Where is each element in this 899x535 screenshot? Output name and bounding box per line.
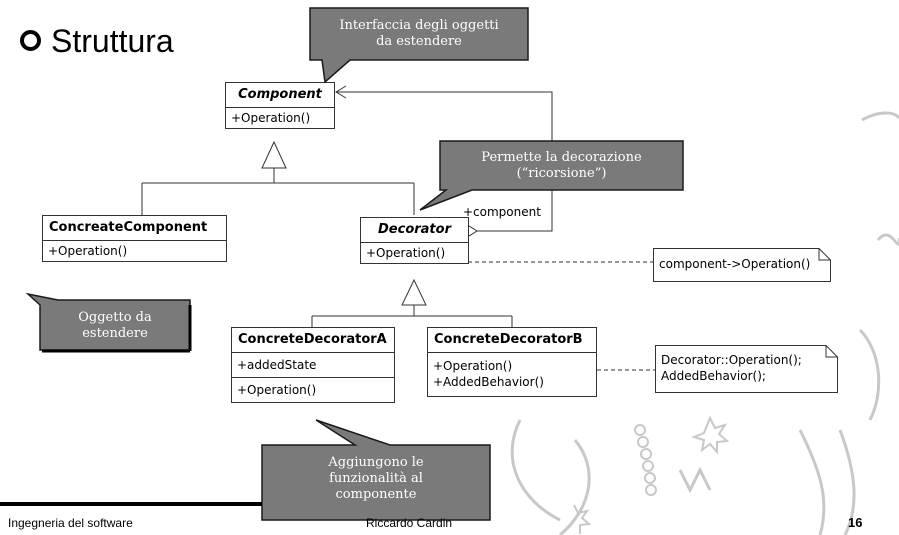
class-decorator-operations: +Operation() <box>366 246 446 260</box>
callout-recursion-line-1: Permette la decorazione <box>481 150 642 165</box>
callout-object-text: Oggetto da estendere <box>40 310 190 342</box>
callout-added-text: Aggiungono le funzionalità al componente <box>262 455 490 503</box>
class-concrete-decorator-b-added-behavior: +AddedBehavior() <box>433 375 544 389</box>
note-decorator-b-text: Decorator::Operation(); AddedBehavior(); <box>661 352 802 384</box>
class-concrete-decorator-a-attributes: +addedState <box>237 358 317 372</box>
footer-rule <box>0 502 262 506</box>
callout-object-line-1: Oggetto da <box>78 310 152 325</box>
class-concrete-decorator-b: ConcreteDecoratorB +Operation() +AddedBe… <box>427 327 597 397</box>
class-concrete-decorator-a-operations: +Operation() <box>232 377 394 402</box>
gen-triangle-decorator <box>401 278 427 306</box>
page-number: 16 <box>848 515 863 530</box>
gen-triangle-component <box>261 140 287 169</box>
callout-added-shape <box>261 419 491 521</box>
class-concrete-decorator-b-operation: +Operation() <box>433 359 513 373</box>
footer-author: Riccardo Cardin <box>366 516 453 530</box>
class-concrete-component-operations: +Operation() <box>48 244 128 258</box>
callout-recursion-text: Permette la decorazione (“ricorsione”) <box>440 150 683 182</box>
note-decorator-b-line-1: Decorator::Operation(); <box>661 353 802 367</box>
class-component: Component +Operation() <box>225 82 335 129</box>
bullet-icon <box>20 30 41 52</box>
class-concrete-decorator-b-name: ConcreteDecoratorB <box>428 328 596 353</box>
class-component-operations: +Operation() <box>231 111 311 125</box>
callout-recursion-shape <box>419 140 684 211</box>
slide-title-text: Struttura <box>51 23 174 59</box>
class-component-name: Component <box>226 83 334 108</box>
callout-added-line-1: Aggiungono le <box>328 455 424 470</box>
note-decorator-b: Decorator::Operation(); AddedBehavior(); <box>655 345 838 393</box>
footer-course: Ingegneria del software <box>8 516 133 530</box>
class-decorator: Decorator +Operation() <box>360 217 469 264</box>
callout-added-line-3: componente <box>335 487 417 502</box>
assoc-arrowhead <box>335 85 347 99</box>
callout-interface-line-2: da estendere <box>376 34 462 49</box>
callout-added-line-2: funzionalità al <box>329 471 423 486</box>
callout-object-shape <box>25 292 191 351</box>
note-decorator-shape <box>653 248 831 282</box>
callout-interface-line-1: Interfaccia degli oggetti <box>339 18 499 33</box>
note-decorator-b-shape <box>655 345 838 393</box>
class-concrete-component-name: ConcreateComponent <box>43 216 226 241</box>
class-concrete-component: ConcreateComponent +Operation() <box>42 215 227 262</box>
note-decorator-b-line-2: AddedBehavior(); <box>661 369 766 383</box>
note-decorator-text: component->Operation() <box>659 257 811 271</box>
callout-interface-shape <box>309 7 529 84</box>
callout-object-line-2: estendere <box>82 326 148 341</box>
callout-recursion-line-2: (“ricorsione”) <box>516 166 607 181</box>
callout-interface-text: Interfaccia degli oggetti da estendere <box>310 18 528 50</box>
slide-title: Struttura <box>20 22 174 60</box>
association-label: +component <box>463 205 541 219</box>
class-decorator-name: Decorator <box>361 218 468 243</box>
class-concrete-decorator-a: ConcreteDecoratorA +addedState +Operatio… <box>231 327 395 403</box>
note-decorator: component->Operation() <box>653 248 831 282</box>
class-concrete-decorator-b-operations: +Operation() +AddedBehavior() <box>428 353 596 396</box>
class-concrete-decorator-a-name: ConcreteDecoratorA <box>232 328 394 353</box>
